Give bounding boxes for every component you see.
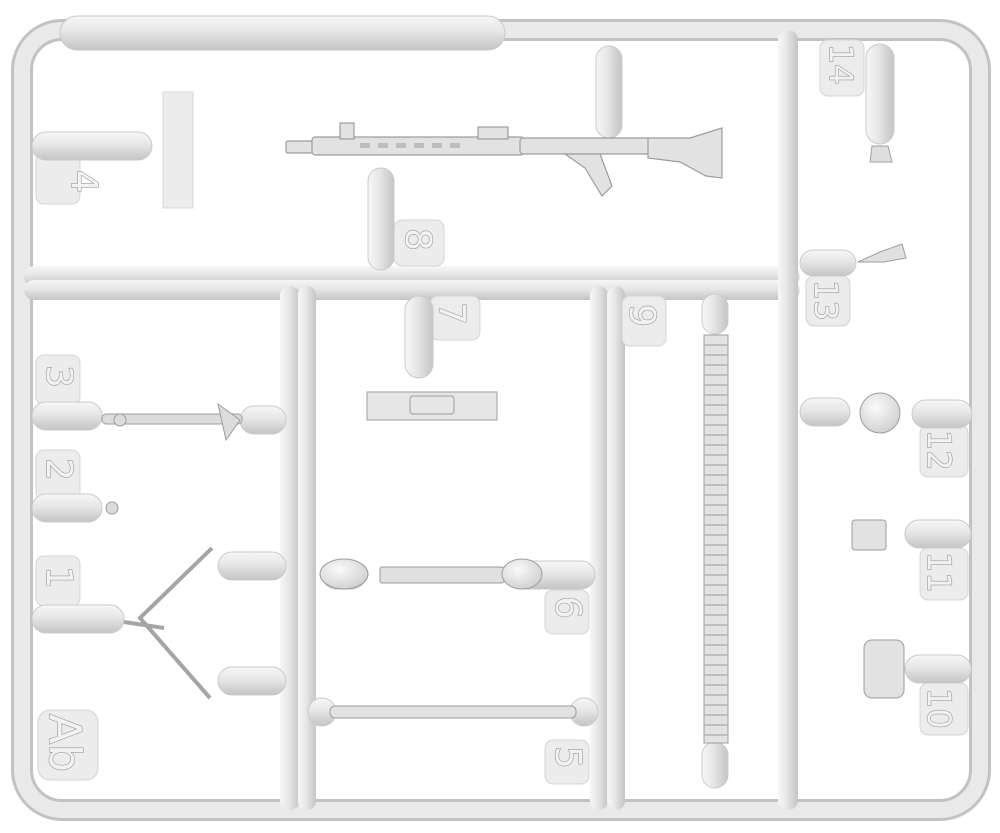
- part-5-barrel: [329, 705, 577, 719]
- part-6-receiver: [319, 558, 543, 590]
- part-4-plate: [162, 91, 194, 209]
- label-bosses: [35, 39, 969, 785]
- part-2: [105, 501, 119, 515]
- part-7-box: [366, 391, 498, 421]
- label-14: 14: [822, 44, 860, 85]
- sprue-gates-vertical: [367, 43, 895, 789]
- part-8-machine-gun: [285, 122, 723, 197]
- label-6: 6: [547, 596, 588, 619]
- sprue-runners: [24, 30, 800, 810]
- label-4: 4: [63, 170, 104, 193]
- part-11: [851, 519, 887, 551]
- part-9-belt: [703, 334, 729, 744]
- sprue-gates: [31, 131, 973, 727]
- part-3-bipod: [101, 402, 243, 442]
- part-13: [857, 243, 907, 263]
- label-12: 12: [920, 430, 958, 471]
- label-5: 5: [547, 746, 588, 769]
- part-1-tripod: [123, 546, 214, 700]
- label-11: 11: [920, 552, 958, 593]
- part-10: [863, 639, 905, 699]
- sprue-header-bar: [59, 15, 506, 51]
- label-7: 7: [431, 302, 472, 325]
- label-10: 10: [920, 688, 958, 729]
- sprue-code-label: Ab: [39, 714, 90, 772]
- label-2: 2: [38, 458, 79, 481]
- label-3: 3: [38, 365, 79, 388]
- part-number-labels: 4 8 14 13 3 2 1 7 9 12 11 10 6 5 Ab: [37, 43, 958, 772]
- label-1: 1: [38, 566, 79, 589]
- label-13: 13: [807, 280, 845, 321]
- part-12-disc: [859, 392, 901, 434]
- label-8: 8: [397, 228, 438, 251]
- label-9: 9: [621, 304, 662, 327]
- part-14: [869, 145, 893, 163]
